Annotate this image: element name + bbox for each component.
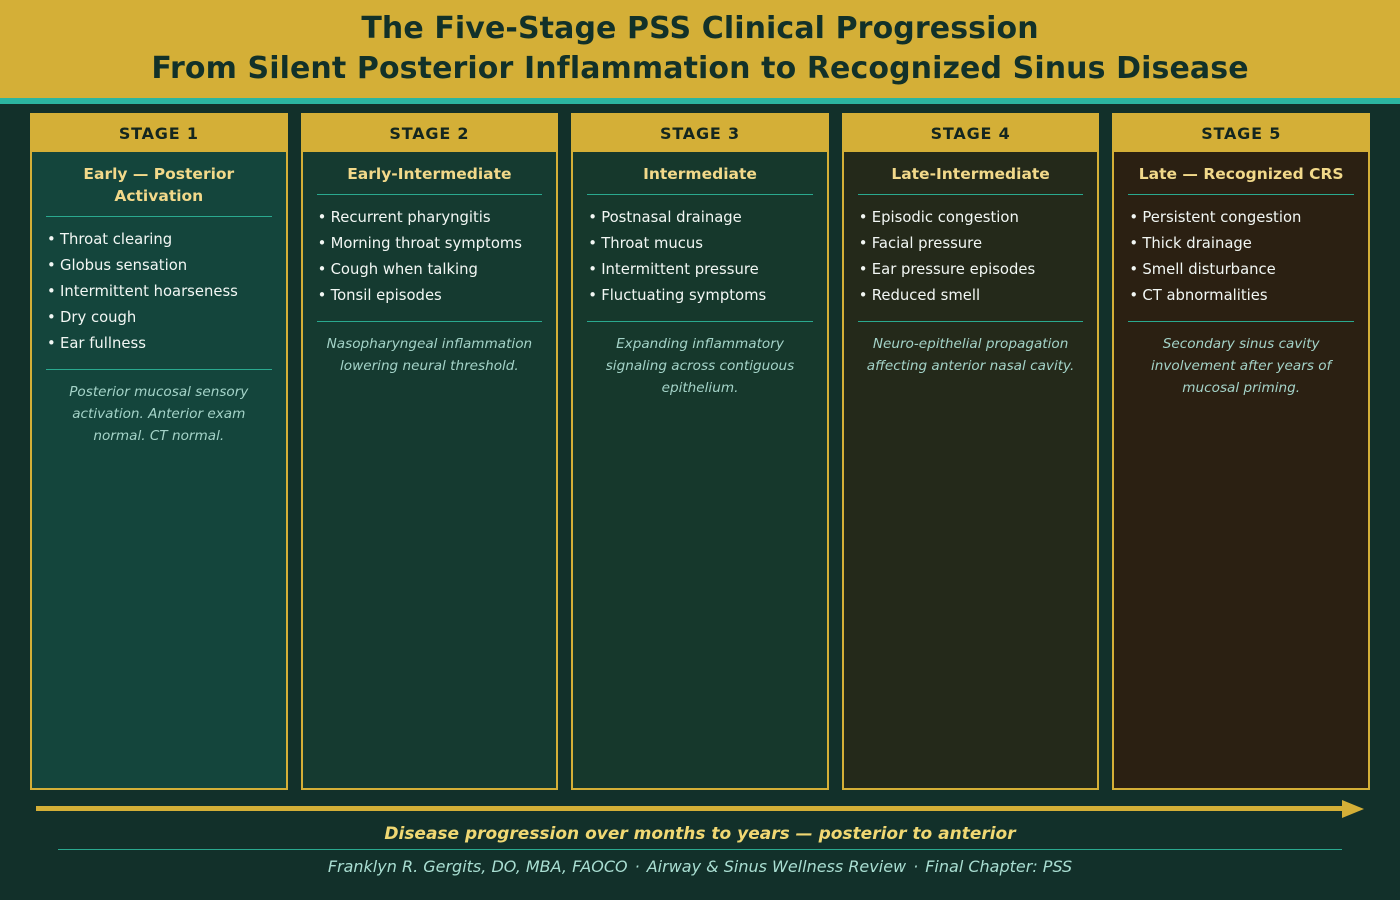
stage-card-3-divider-top	[587, 194, 813, 195]
list-item: Episodic congestion	[858, 205, 1084, 231]
stage-card-5-divider-bottom	[1128, 321, 1354, 322]
stage-card-4-divider-bottom	[857, 321, 1084, 322]
stage-card-5-subtitle: Late — Recognized CRS	[1138, 165, 1344, 183]
stage-card-1-divider-bottom	[46, 369, 272, 370]
stage-card-4-body: Late-Intermediate Episodic congestion Fa…	[843, 152, 1098, 788]
footer-byline: Franklyn R. Gergits, DO, MBA, FAOCO · Airw…	[0, 857, 1400, 876]
stage-card-5-label: STAGE 5	[1114, 115, 1368, 152]
stage-card-4-note: Neuro-epithelial propagation affecting a…	[866, 336, 1075, 374]
stage-card-5-divider-top	[1128, 194, 1354, 195]
list-item: Intermittent pressure	[587, 257, 813, 283]
progression-arrow-shaft	[36, 806, 1342, 811]
stage-card-3-symptom-list: Postnasal drainage Throat mucus Intermit…	[587, 205, 813, 309]
stage-card-4-divider-top	[857, 194, 1084, 195]
footer-divider	[58, 849, 1342, 850]
progression-arrow-icon	[36, 800, 1364, 818]
stage-card-4-label: STAGE 4	[843, 115, 1098, 152]
stage-card-3-label: STAGE 3	[573, 115, 827, 152]
list-item: Throat clearing	[46, 227, 272, 253]
stage-card-2-body: Early-Intermediate Recurrent pharyngitis…	[302, 152, 557, 788]
byline-separator-1: ·	[634, 857, 640, 876]
stage-card-5-note: Secondary sinus cavity involvement after…	[1150, 336, 1332, 396]
list-item: CT abnormalities	[1128, 283, 1354, 309]
byline-chapter: Final Chapter: PSS	[925, 857, 1073, 876]
list-item: Dry cough	[46, 305, 272, 331]
stage-card-2-divider-top	[316, 194, 543, 195]
stage-card-2-note: Nasopharyngeal inflammation lowering neu…	[326, 336, 533, 374]
list-item: Ear fullness	[46, 331, 272, 357]
stage-card-1-note: Posterior mucosal sensory activation. An…	[69, 384, 249, 444]
stage-card-3-divider-bottom	[587, 321, 813, 322]
stage-card-2-label: STAGE 2	[302, 115, 557, 152]
stage-card-5-body: Late — Recognized CRS Persistent congest…	[1114, 152, 1368, 788]
byline-publication: Airway & Sinus Wellness Review	[646, 857, 907, 876]
stage-card-4-symptom-list: Episodic congestion Facial pressure Ear …	[858, 205, 1084, 309]
poster-title-line-2: From Silent Posterior Inflammation to Re…	[151, 51, 1249, 86]
stage-card-1-subtitle: Early — Posterior Activation	[83, 165, 235, 205]
poster-header: The Five-Stage PSS Clinical Progression …	[0, 0, 1400, 98]
stage-card-1-label: STAGE 1	[32, 115, 286, 152]
list-item: Intermittent hoarseness	[46, 279, 272, 305]
list-item: Facial pressure	[858, 231, 1084, 257]
progression-arrow-head	[1342, 800, 1364, 818]
list-item: Thick drainage	[1128, 231, 1354, 257]
stage-card-1-symptom-list: Throat clearing Globus sensation Intermi…	[46, 227, 272, 357]
list-item: Throat mucus	[587, 231, 813, 257]
poster-title-line-1: The Five-Stage PSS Clinical Progression	[361, 11, 1039, 47]
stage-card-3[interactable]: STAGE 3 Intermediate Postnasal drainage …	[571, 113, 829, 790]
list-item: Reduced smell	[858, 283, 1084, 309]
stage-card-5-symptom-list: Persistent congestion Thick drainage Sme…	[1128, 205, 1354, 309]
stage-card-2-symptom-list: Recurrent pharyngitis Morning throat sym…	[317, 205, 543, 309]
stage-card-3-body: Intermediate Postnasal drainage Throat m…	[573, 152, 827, 788]
stage-card-4[interactable]: STAGE 4 Late-Intermediate Episodic conge…	[841, 113, 1100, 790]
stage-card-1-body: Early — Posterior Activation Throat clea…	[32, 152, 286, 788]
stage-card-2[interactable]: STAGE 2 Early-Intermediate Recurrent pha…	[300, 113, 559, 790]
header-accent-bar	[0, 98, 1400, 104]
stage-card-1[interactable]: STAGE 1 Early — Posterior Activation Thr…	[30, 113, 288, 790]
stage-card-1-divider-top	[46, 216, 272, 217]
list-item: Ear pressure episodes	[858, 257, 1084, 283]
list-item: Tonsil episodes	[317, 283, 543, 309]
list-item: Fluctuating symptoms	[587, 283, 813, 309]
progression-caption: Disease progression over months to years…	[384, 824, 1016, 844]
byline-author: Franklyn R. Gergits, DO, MBA, FAOCO	[327, 857, 628, 876]
list-item: Postnasal drainage	[587, 205, 813, 231]
list-item: Cough when talking	[317, 257, 543, 283]
stage-cards-row: STAGE 1 Early — Posterior Activation Thr…	[30, 113, 1370, 790]
stage-card-2-divider-bottom	[316, 321, 543, 322]
list-item: Recurrent pharyngitis	[317, 205, 543, 231]
stage-card-2-subtitle: Early-Intermediate	[347, 165, 512, 183]
list-item: Globus sensation	[46, 253, 272, 279]
byline-separator-2: ·	[913, 857, 919, 876]
stage-card-5[interactable]: STAGE 5 Late — Recognized CRS Persistent…	[1112, 113, 1370, 790]
stage-card-4-subtitle: Late-Intermediate	[891, 165, 1050, 183]
list-item: Morning throat symptoms	[317, 231, 543, 257]
stage-card-3-note: Expanding inflammatory signaling across …	[605, 336, 795, 396]
stage-card-3-subtitle: Intermediate	[643, 165, 757, 183]
list-item: Persistent congestion	[1128, 205, 1354, 231]
list-item: Smell disturbance	[1128, 257, 1354, 283]
